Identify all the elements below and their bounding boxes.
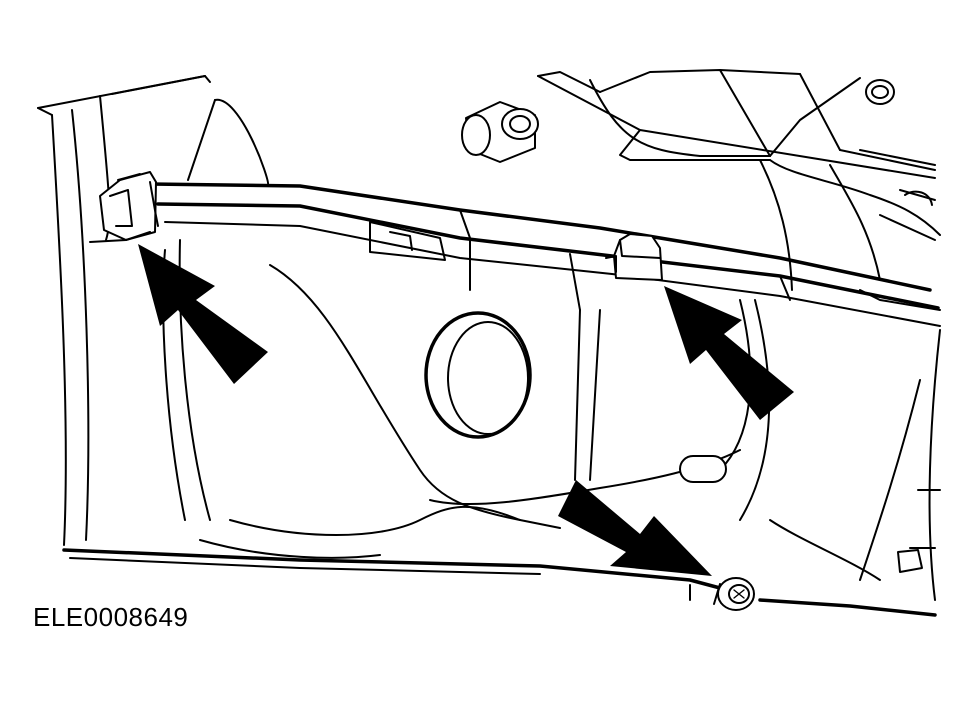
callout-arrow-center-clip xyxy=(664,286,794,420)
callout-arrow-left-clip xyxy=(138,244,268,384)
left-harness-clip xyxy=(89,171,159,243)
callout-arrow-bolt xyxy=(558,480,712,576)
figure-reference-code: ELE0008649 xyxy=(33,602,189,632)
edge-bolt xyxy=(897,489,941,573)
ground-bolt xyxy=(713,577,755,611)
center-harness-clip xyxy=(605,233,663,281)
stud-fitting xyxy=(461,101,539,163)
bulkhead-panel xyxy=(162,98,941,601)
upper-right-structure xyxy=(537,69,941,291)
oval-slot xyxy=(679,455,727,483)
harness-channel xyxy=(148,182,941,327)
lower-sill xyxy=(62,548,937,617)
panel-opening xyxy=(424,311,532,439)
